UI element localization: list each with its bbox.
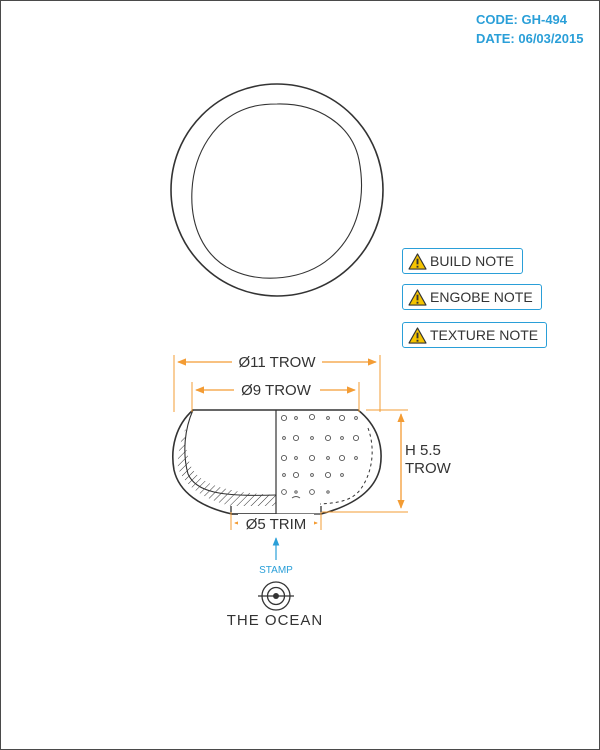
stamp-callout: STAMP xyxy=(259,537,293,576)
bowl-wall-section xyxy=(177,428,276,506)
inner-diameter-label: Ø9 TROW xyxy=(241,382,312,399)
code-label: CODE: GH-494 xyxy=(476,12,568,27)
height-label-line1: H 5.5 xyxy=(405,442,441,459)
date-label: DATE: 06/03/2015 xyxy=(476,31,584,46)
engobe-note-button[interactable]: ENGOBE NOTE xyxy=(402,284,542,310)
height-label-line2: TROW xyxy=(405,460,452,477)
dimension-base-diameter: Ø5 TRIM xyxy=(230,512,322,533)
warning-icon xyxy=(408,326,427,344)
bowl-hidden-line xyxy=(319,427,373,505)
outer-diameter-label: Ø11 TROW xyxy=(239,354,317,371)
the-ocean-logo-icon xyxy=(258,581,294,611)
dimension-height: H 5.5 TROW xyxy=(322,409,452,513)
stamp-label: STAMP xyxy=(259,565,293,576)
dimension-inner-diameter: Ø9 TROW xyxy=(191,380,360,412)
dimension-outer-diameter: Ø11 TROW xyxy=(173,352,381,412)
bowl-outer-left xyxy=(172,409,276,515)
texture-note-button[interactable]: TEXTURE NOTE xyxy=(402,322,548,348)
warning-icon xyxy=(408,252,427,270)
base-diameter-label: Ø5 TRIM xyxy=(246,516,307,533)
build-note-label: BUILD NOTE xyxy=(430,253,515,269)
top-view xyxy=(170,83,384,297)
warning-icon xyxy=(408,288,427,306)
build-note-button[interactable]: BUILD NOTE xyxy=(402,248,524,274)
bowl-outer-right xyxy=(276,409,382,515)
texture-dots xyxy=(280,413,360,499)
top-view-outer-rim xyxy=(170,83,384,297)
texture-note-label: TEXTURE NOTE xyxy=(430,327,539,343)
engobe-note-label: ENGOBE NOTE xyxy=(430,289,533,305)
top-view-inner-rim xyxy=(191,103,362,279)
sheet-meta: CODE: GH-494 DATE: 06/03/2015 xyxy=(476,10,583,48)
brand-name: THE OCEAN xyxy=(226,612,324,629)
side-view xyxy=(172,409,382,515)
